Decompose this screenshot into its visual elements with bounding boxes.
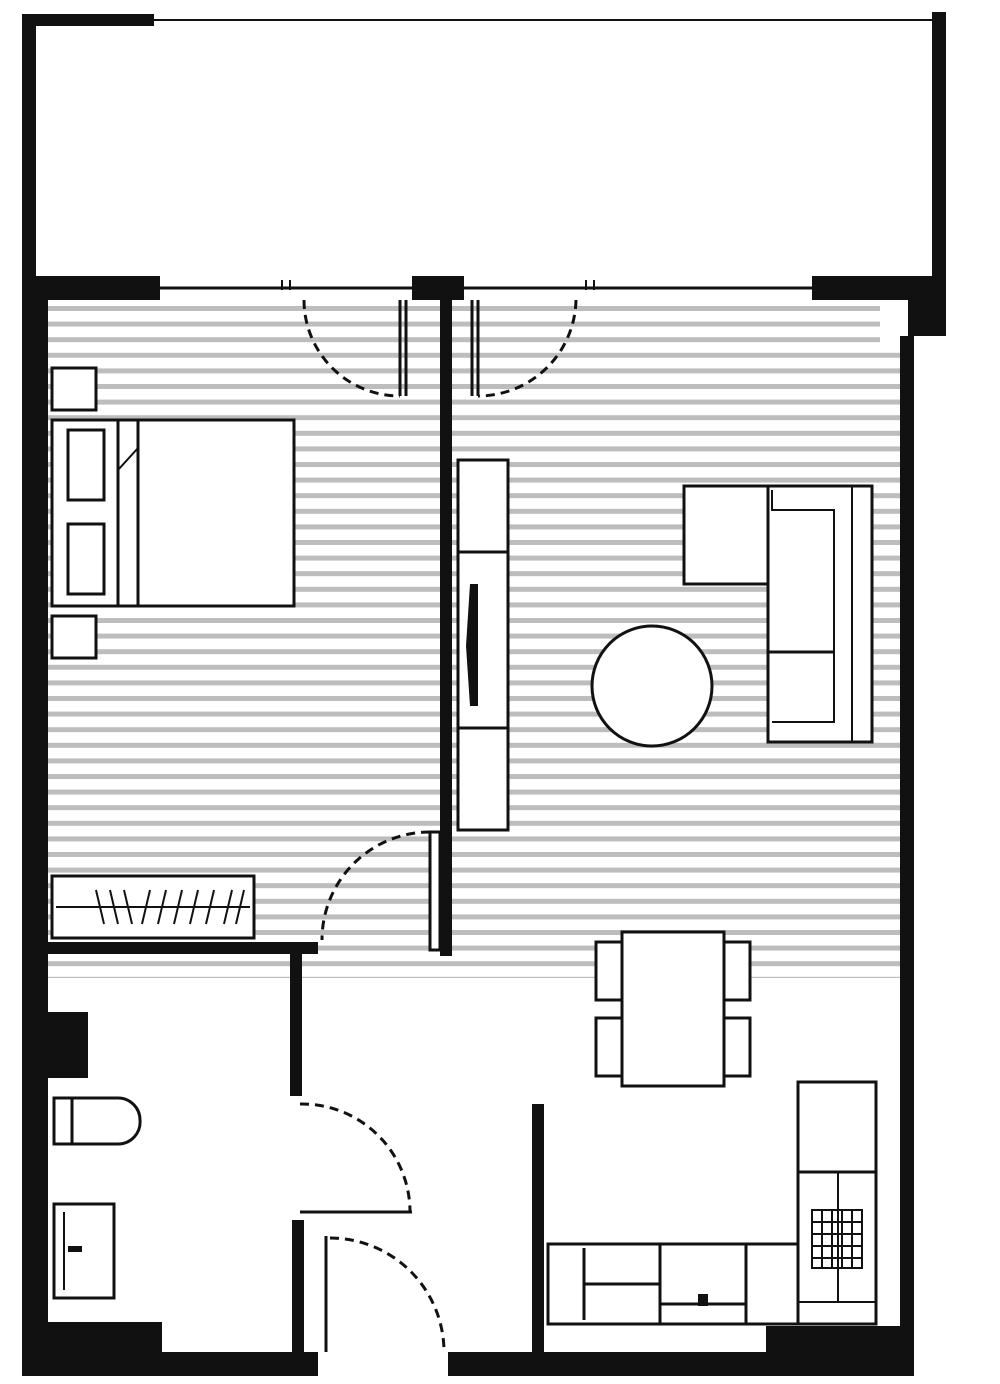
floor-board — [48, 446, 908, 452]
floor-board — [48, 976, 908, 978]
dining-chair — [594, 1016, 626, 1078]
dining-chair — [594, 940, 626, 1002]
refrigerator — [796, 1080, 878, 1174]
vanity-basin — [52, 1202, 116, 1300]
coffee-table — [590, 624, 714, 748]
kitchen — [546, 1080, 878, 1326]
television — [466, 584, 478, 706]
balcony — [22, 12, 946, 282]
floor-board — [48, 961, 908, 967]
kitchen-tap — [698, 1294, 708, 1306]
dining-set — [594, 930, 752, 1088]
floor-board — [48, 399, 908, 405]
exterior-walls — [22, 276, 946, 1376]
cooktop — [811, 1209, 863, 1269]
toilet — [52, 1096, 142, 1146]
floor-board — [48, 930, 908, 935]
floor-board — [48, 914, 908, 920]
tv-unit — [456, 458, 510, 832]
floor-board — [48, 430, 908, 436]
floor-board — [48, 883, 908, 889]
dining-chair — [720, 940, 752, 1002]
balcony-sliding-doors[interactable] — [160, 280, 812, 290]
floor-board — [48, 836, 908, 842]
floor-board — [48, 852, 908, 857]
dining-chair — [720, 1016, 752, 1078]
living-balcony-door[interactable] — [470, 299, 578, 398]
bathroom-door[interactable] — [299, 1102, 412, 1214]
entry-door[interactable] — [324, 1236, 446, 1353]
floor-board — [48, 945, 908, 951]
bedroom-balcony-door[interactable] — [302, 299, 408, 398]
bedside-table — [50, 366, 98, 412]
dining-table — [620, 930, 726, 1088]
corner-sofa — [682, 484, 874, 744]
bedside-table — [50, 614, 98, 660]
interior-walls — [48, 300, 544, 1370]
floor-board — [48, 898, 908, 904]
floor-board — [48, 415, 908, 421]
wardrobe[interactable] — [50, 874, 256, 940]
bed — [50, 418, 296, 608]
bedroom-door[interactable] — [320, 830, 442, 952]
floor-board — [48, 867, 908, 873]
